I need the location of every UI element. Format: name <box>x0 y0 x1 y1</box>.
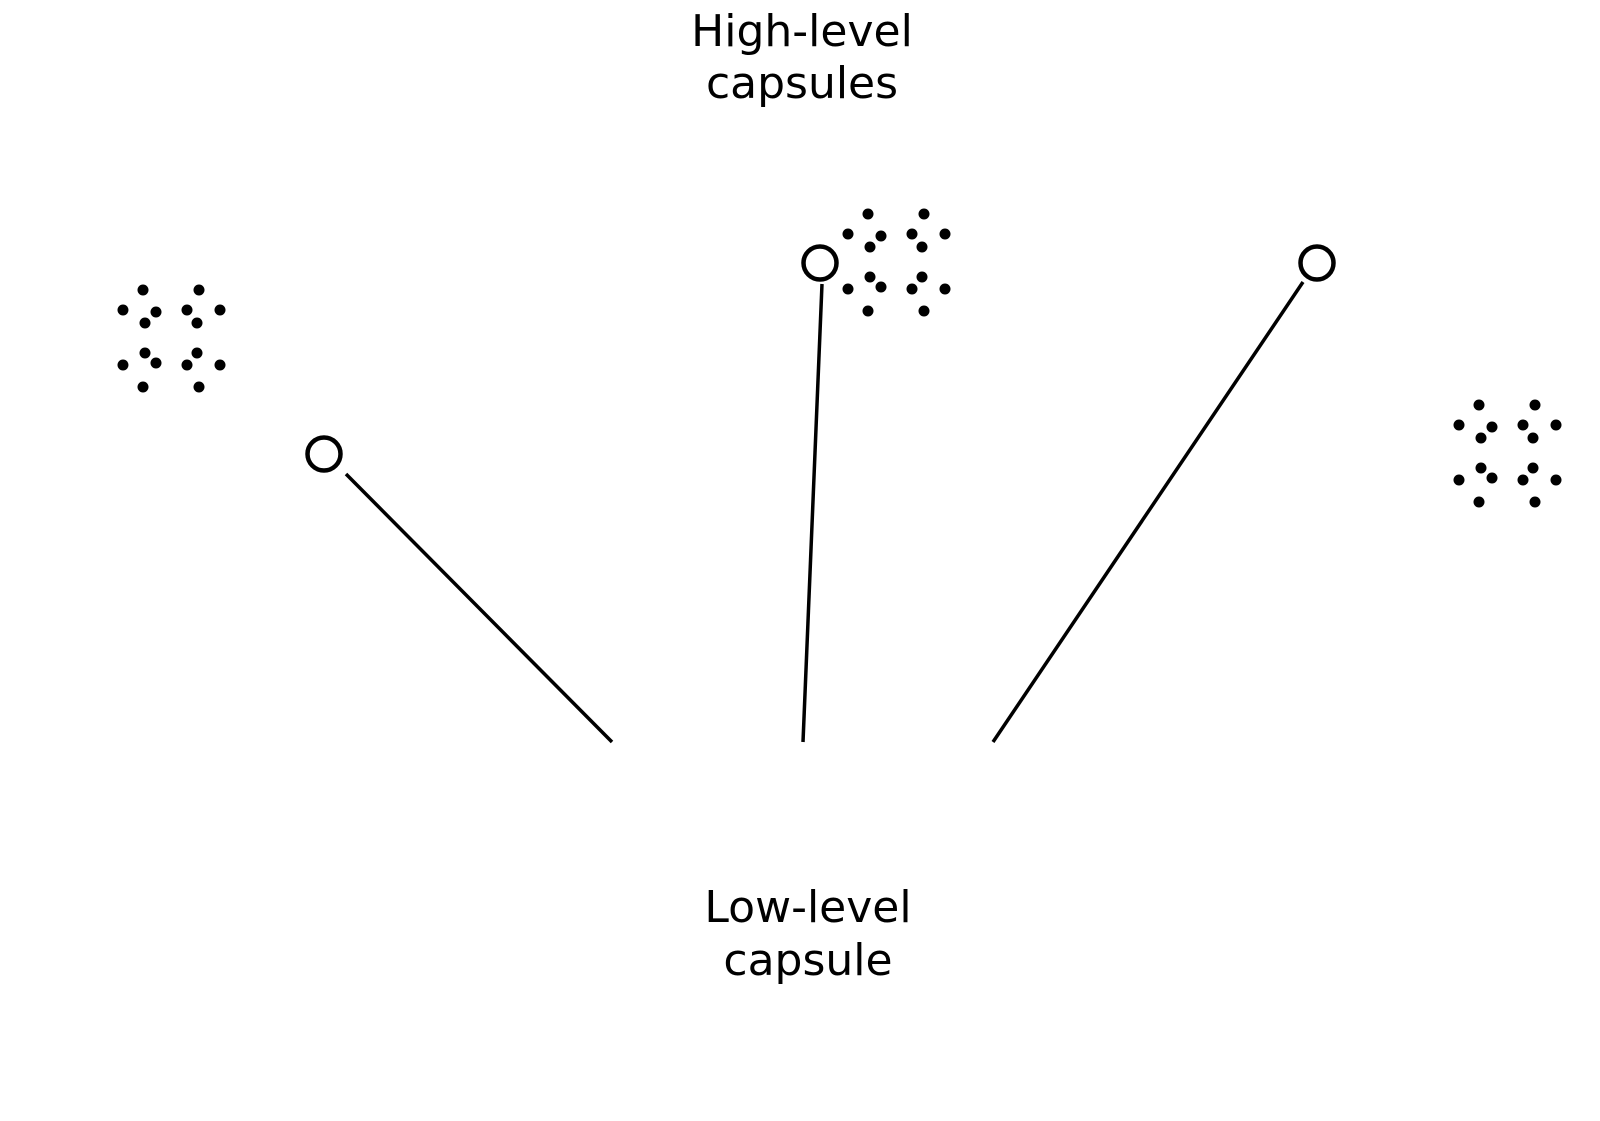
cluster-dot <box>1529 399 1541 411</box>
cluster-dot <box>1550 474 1562 486</box>
cluster-dot <box>842 228 854 240</box>
cluster-dot <box>137 284 149 296</box>
cluster-dot <box>1486 472 1498 484</box>
low-level-label-line1: Low-level <box>704 882 911 933</box>
cluster-dot <box>181 304 193 316</box>
cluster-dot <box>1550 419 1562 431</box>
cluster-dot <box>1527 432 1539 444</box>
cluster-dot <box>214 304 226 316</box>
cluster-dot <box>139 317 151 329</box>
high-level-label-line2: capsules <box>706 58 898 109</box>
cluster-dot <box>916 271 928 283</box>
prediction-line-left <box>344 472 614 744</box>
cluster-dot <box>1475 432 1487 444</box>
cluster-dot <box>862 305 874 317</box>
cluster-dot <box>906 228 918 240</box>
cluster-dot <box>842 283 854 295</box>
cluster-dot <box>1517 474 1529 486</box>
prediction-node-right <box>1298 244 1336 282</box>
cluster-dot <box>906 283 918 295</box>
cluster-dot <box>150 357 162 369</box>
cluster-dot <box>918 208 930 220</box>
cluster-dot <box>1486 421 1498 433</box>
cluster-dot <box>918 305 930 317</box>
cluster-dot <box>191 317 203 329</box>
cluster-dot <box>193 284 205 296</box>
cluster-dot <box>191 347 203 359</box>
cluster-dot <box>214 359 226 371</box>
cluster-dot <box>875 281 887 293</box>
cluster-dot <box>139 347 151 359</box>
cluster-dot <box>193 381 205 393</box>
high-level-capsule-cluster-right <box>1453 399 1562 508</box>
cluster-dot <box>117 359 129 371</box>
cluster-dot <box>1453 474 1465 486</box>
cluster-dot <box>916 241 928 253</box>
cluster-dot <box>939 228 951 240</box>
low-level-label-line2: capsule <box>723 935 892 986</box>
cluster-dot <box>181 359 193 371</box>
cluster-dot <box>864 271 876 283</box>
prediction-node-left <box>305 435 343 473</box>
cluster-dot <box>1517 419 1529 431</box>
prediction-line-center <box>801 283 824 743</box>
cluster-dot <box>1473 496 1485 508</box>
cluster-dot <box>117 304 129 316</box>
cluster-dot <box>1453 419 1465 431</box>
high-level-label: High-level capsules <box>691 6 913 109</box>
cluster-dot <box>875 230 887 242</box>
cluster-dot <box>1473 399 1485 411</box>
cluster-dot <box>864 241 876 253</box>
cluster-dot <box>939 283 951 295</box>
cluster-dot <box>862 208 874 220</box>
cluster-dot <box>150 306 162 318</box>
prediction-node-center <box>801 244 839 282</box>
cluster-dot <box>1475 462 1487 474</box>
high-level-label-line1: High-level <box>691 6 913 57</box>
cluster-dot <box>1529 496 1541 508</box>
prediction-line-right <box>991 281 1305 743</box>
low-level-label: Low-level capsule <box>704 882 911 986</box>
high-level-capsule-cluster-center <box>842 208 951 317</box>
high-level-capsule-cluster-left <box>117 284 226 393</box>
cluster-dot <box>1527 462 1539 474</box>
cluster-dot <box>137 381 149 393</box>
